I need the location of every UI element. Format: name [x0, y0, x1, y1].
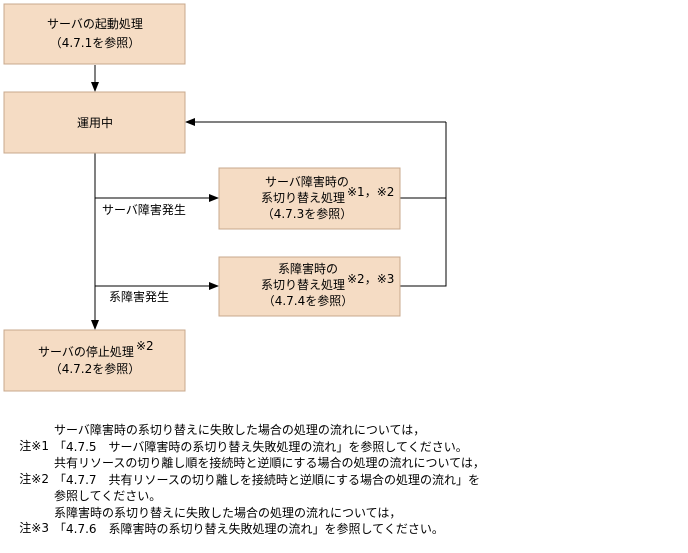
note-1-line-2: 「4.7.5 サーバ障害時の系切り替え失敗処理の流れ」を参照してください。	[54, 438, 468, 455]
server-failure-title: サーバ障害時の	[265, 174, 349, 189]
note-2-line-3: 参照してください。	[54, 487, 161, 504]
running-box: 運用中	[4, 92, 185, 153]
note-2-line-1: 共有リソースの切り離し順を接続時と逆順にする場合の処理の流れについては，	[54, 454, 485, 471]
shutdown-process-box: サーバの停止処理 ※2 （4.7.2を参照）	[4, 330, 185, 391]
note-1-line-1: サーバ障害時の系切り替えに失敗した場合の処理の流れについては，	[54, 421, 425, 438]
note-3-line-1: 系障害時の系切り替えに失敗した場合の処理の流れについては，	[54, 504, 401, 521]
shutdown-note-mark: ※2	[136, 339, 154, 353]
return-from-system-failure	[400, 122, 446, 286]
startup-process-box: サーバの起動処理 （4.7.1を参照）	[4, 4, 185, 64]
system-failure-title: 系障害時の	[278, 261, 338, 276]
running-title: 運用中	[77, 115, 113, 130]
startup-title: サーバの起動処理	[47, 17, 143, 31]
note-3-line-2: 「4.7.6 系障害時の系切り替え失敗処理の流れ」を参照してください。	[54, 520, 444, 537]
system-failure-ref: （4.7.4を参照）	[263, 293, 354, 308]
system-failure-switch-box: 系障害時の 系切り替え処理 ※2，※3 （4.7.4を参照）	[219, 257, 400, 316]
system-failure-note-mark: ※2，※3	[347, 272, 394, 286]
return-from-server-failure	[400, 122, 446, 198]
server-failure-subtitle: 系切り替え処理	[261, 191, 345, 205]
note-2-line-2: 「4.7.7 共有リソースの切り離しを接続時と逆順にする場合の処理の流れ」を	[54, 471, 480, 488]
shutdown-title: サーバの停止処理	[38, 344, 134, 359]
server-failure-ref: （4.7.3を参照）	[262, 206, 353, 221]
label-system-failure-occurs: 系障害発生	[109, 289, 169, 304]
server-failure-note-mark: ※1，※2	[347, 185, 394, 199]
shutdown-ref: （4.7.2を参照）	[50, 361, 141, 376]
startup-ref: （4.7.1を参照）	[50, 35, 141, 50]
label-server-failure-occurs: サーバ障害発生	[102, 202, 186, 217]
system-failure-subtitle: 系切り替え処理	[261, 278, 345, 292]
server-failure-switch-box: サーバ障害時の 系切り替え処理 ※1，※2 （4.7.3を参照）	[219, 168, 400, 229]
